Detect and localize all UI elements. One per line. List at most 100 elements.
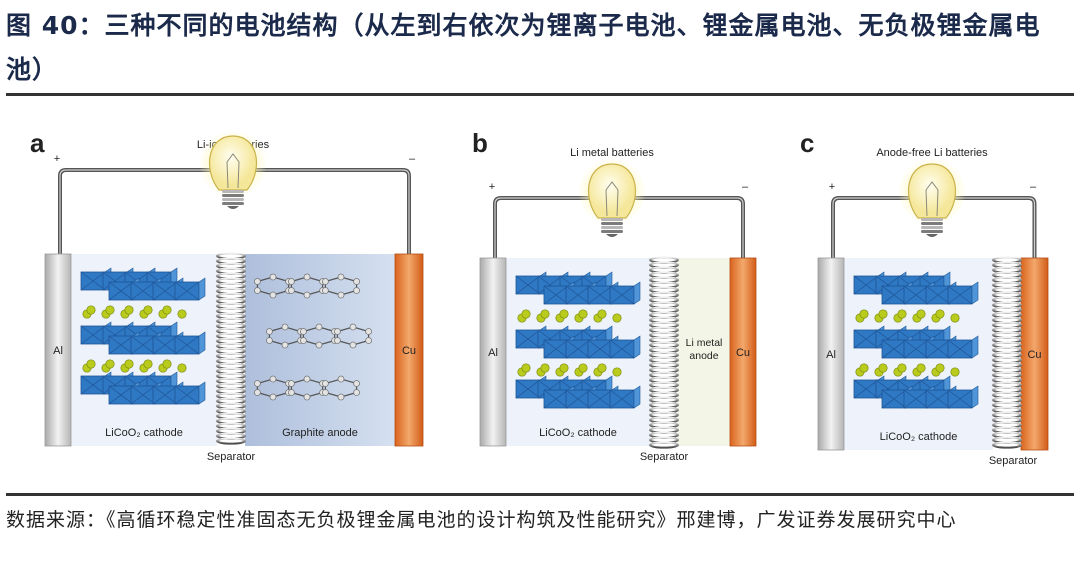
- li-ion-dot: [559, 309, 569, 319]
- carbon-atom: [349, 341, 357, 349]
- carbon-atom: [322, 389, 329, 396]
- lightbulb-icon: [208, 135, 258, 191]
- carbon-atom: [281, 323, 289, 331]
- carbon-atom: [254, 287, 261, 294]
- panel-letter: a: [30, 128, 45, 158]
- carbon-atom: [303, 291, 311, 299]
- carbon-atom: [337, 393, 345, 401]
- bulb-base: [601, 226, 623, 229]
- crystal-cross: [174, 281, 200, 301]
- lightbulb-icon: [907, 163, 957, 219]
- crystal-side: [633, 385, 641, 409]
- carbon-atom: [322, 287, 329, 294]
- carbon-atom: [353, 287, 360, 294]
- crystal-cross: [853, 275, 879, 295]
- crystal-side: [633, 335, 641, 359]
- crystal-cross: [881, 389, 907, 409]
- carbon-atom: [315, 341, 323, 349]
- carbon-atom: [269, 393, 277, 401]
- li-ion-dot: [950, 313, 960, 323]
- bulb-base: [222, 202, 244, 205]
- positive-terminal-label: +: [829, 181, 835, 193]
- li-ion-dot: [86, 359, 96, 369]
- bulb-base: [222, 194, 244, 197]
- crystal-side: [198, 331, 206, 355]
- crystal-cross: [587, 285, 613, 305]
- bottom-divider: [6, 493, 1074, 496]
- carbon-atom: [288, 278, 295, 285]
- li-ion-dot: [86, 305, 96, 315]
- crystal-cross: [130, 281, 156, 301]
- crystal-side: [971, 385, 979, 409]
- li-ion-dot: [162, 359, 172, 369]
- li-ion-dot: [612, 367, 622, 377]
- crystal-cross: [587, 389, 613, 409]
- crystal-cross: [925, 339, 951, 359]
- lightbulb-icon: [587, 163, 637, 219]
- carbon-atom: [254, 389, 261, 396]
- li-ion-dot: [124, 359, 134, 369]
- aluminum-label: Al: [826, 349, 836, 361]
- bulb-base: [921, 218, 943, 221]
- li-ion-dot: [143, 305, 153, 315]
- crystal-cross: [515, 275, 541, 295]
- anode-label-line1: Li metal: [686, 337, 723, 349]
- li-ion-dot: [578, 309, 588, 319]
- crystal-cross: [174, 335, 200, 355]
- carbon-atom: [269, 273, 277, 281]
- li-ion-dot: [916, 363, 926, 373]
- cathode-label: LiCoO₂ cathode: [880, 431, 958, 443]
- filament: [605, 181, 619, 217]
- crystal-side: [633, 281, 641, 305]
- separator-label: Separator: [640, 451, 689, 463]
- bulb-base: [921, 230, 943, 233]
- carbon-atom: [353, 278, 360, 285]
- li-ion-dot: [143, 359, 153, 369]
- crystal-cross: [108, 281, 134, 301]
- crystal-cross: [903, 285, 929, 305]
- li-ion-dot: [897, 309, 907, 319]
- crystal-cross: [108, 385, 134, 405]
- crystal-cross: [108, 335, 134, 355]
- carbon-atom: [254, 380, 261, 387]
- bulb-tip: [926, 234, 938, 237]
- aluminum-collector: [817, 257, 845, 451]
- carbon-atom: [349, 323, 357, 331]
- aluminum-label: Al: [53, 345, 63, 357]
- li-ion-dot: [559, 363, 569, 373]
- carbon-atom: [303, 393, 311, 401]
- crystal-cross: [947, 339, 973, 359]
- li-ion-dot: [859, 363, 869, 373]
- carbon-atom: [365, 328, 372, 335]
- copper-label: Cu: [1027, 349, 1041, 361]
- li-ion-dot: [124, 305, 134, 315]
- positive-terminal-label: +: [54, 153, 60, 165]
- crystal-cross: [565, 389, 591, 409]
- crystal-cross: [515, 379, 541, 399]
- li-ion-dot: [612, 313, 622, 323]
- filament: [226, 153, 240, 189]
- carbon-atom: [288, 287, 295, 294]
- crystal-cross: [903, 389, 929, 409]
- li-ion-dot: [578, 363, 588, 373]
- separator-label: Separator: [207, 451, 256, 463]
- carbon-atom: [353, 380, 360, 387]
- separator-coil: [216, 437, 246, 445]
- carbon-atom: [288, 380, 295, 387]
- crystal-cross: [925, 285, 951, 305]
- aluminum-collector: [479, 257, 507, 447]
- crystal-cross: [543, 389, 569, 409]
- li-metal-anode-region: [678, 258, 730, 446]
- carbon-atom: [266, 337, 273, 344]
- anode-label: Graphite anode: [282, 427, 358, 439]
- crystal-cross: [881, 285, 907, 305]
- crystal-cross: [543, 285, 569, 305]
- carbon-atom: [303, 273, 311, 281]
- li-ion-dot: [897, 363, 907, 373]
- copper-collector: [729, 257, 757, 447]
- copper-label: Cu: [736, 347, 750, 359]
- carbon-atom: [315, 323, 323, 331]
- panel-heading: Anode-free Li batteries: [876, 147, 988, 159]
